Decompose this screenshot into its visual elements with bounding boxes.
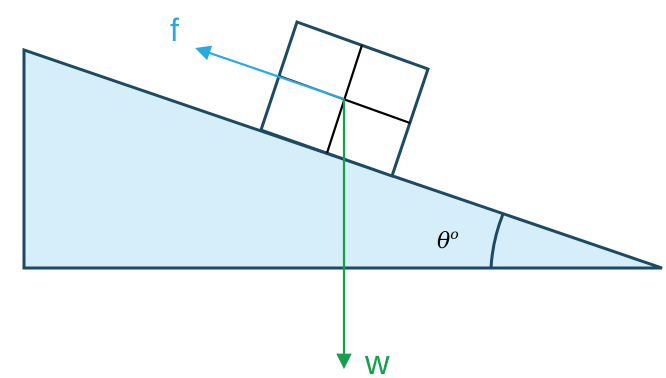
angle-degree-mark: o [450,227,458,243]
angle-label: θo [437,227,459,254]
angle-arc [489,213,505,269]
weight-label: w [364,344,390,378]
friction-label: f [170,12,179,48]
angle-theta: θ [437,229,450,254]
friction-arrow [195,45,345,101]
